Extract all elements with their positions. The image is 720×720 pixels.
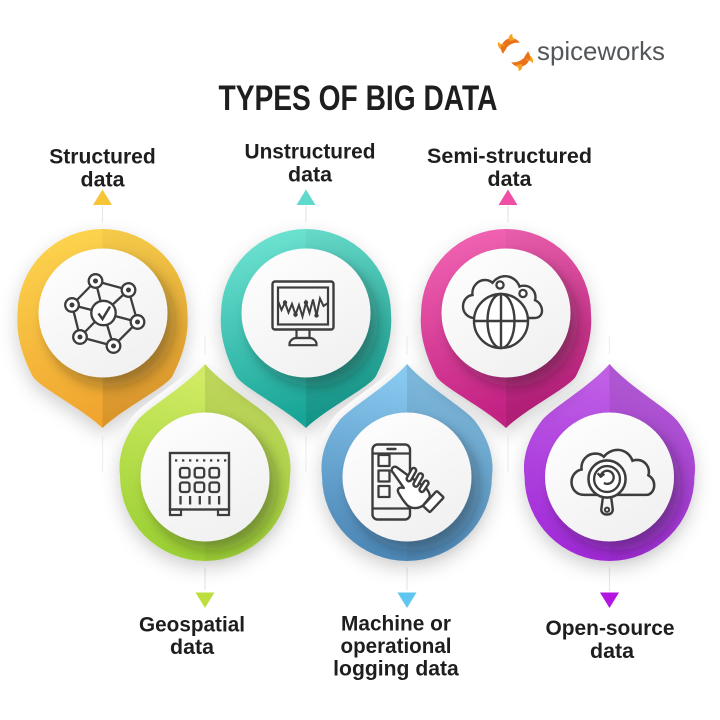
svg-text:data: data bbox=[288, 164, 332, 187]
svg-text:Structured: Structured bbox=[49, 145, 156, 168]
svg-text:Semi-structured: Semi-structured bbox=[427, 145, 592, 168]
svg-text:Machine or: Machine or bbox=[341, 613, 451, 636]
svg-text:data: data bbox=[488, 168, 532, 191]
svg-text:Unstructured: Unstructured bbox=[245, 141, 376, 164]
svg-text:Geospatial: Geospatial bbox=[139, 614, 245, 637]
svg-text:TYPES OF BIG DATA: TYPES OF BIG DATA bbox=[219, 79, 498, 118]
svg-text:Open-source: Open-source bbox=[546, 617, 675, 640]
svg-text:data: data bbox=[590, 640, 634, 663]
svg-text:data: data bbox=[170, 636, 214, 659]
svg-text:operational: operational bbox=[341, 635, 452, 658]
svg-text:logging data: logging data bbox=[333, 658, 459, 681]
svg-text:spiceworks: spiceworks bbox=[537, 36, 665, 66]
svg-text:data: data bbox=[81, 168, 125, 191]
